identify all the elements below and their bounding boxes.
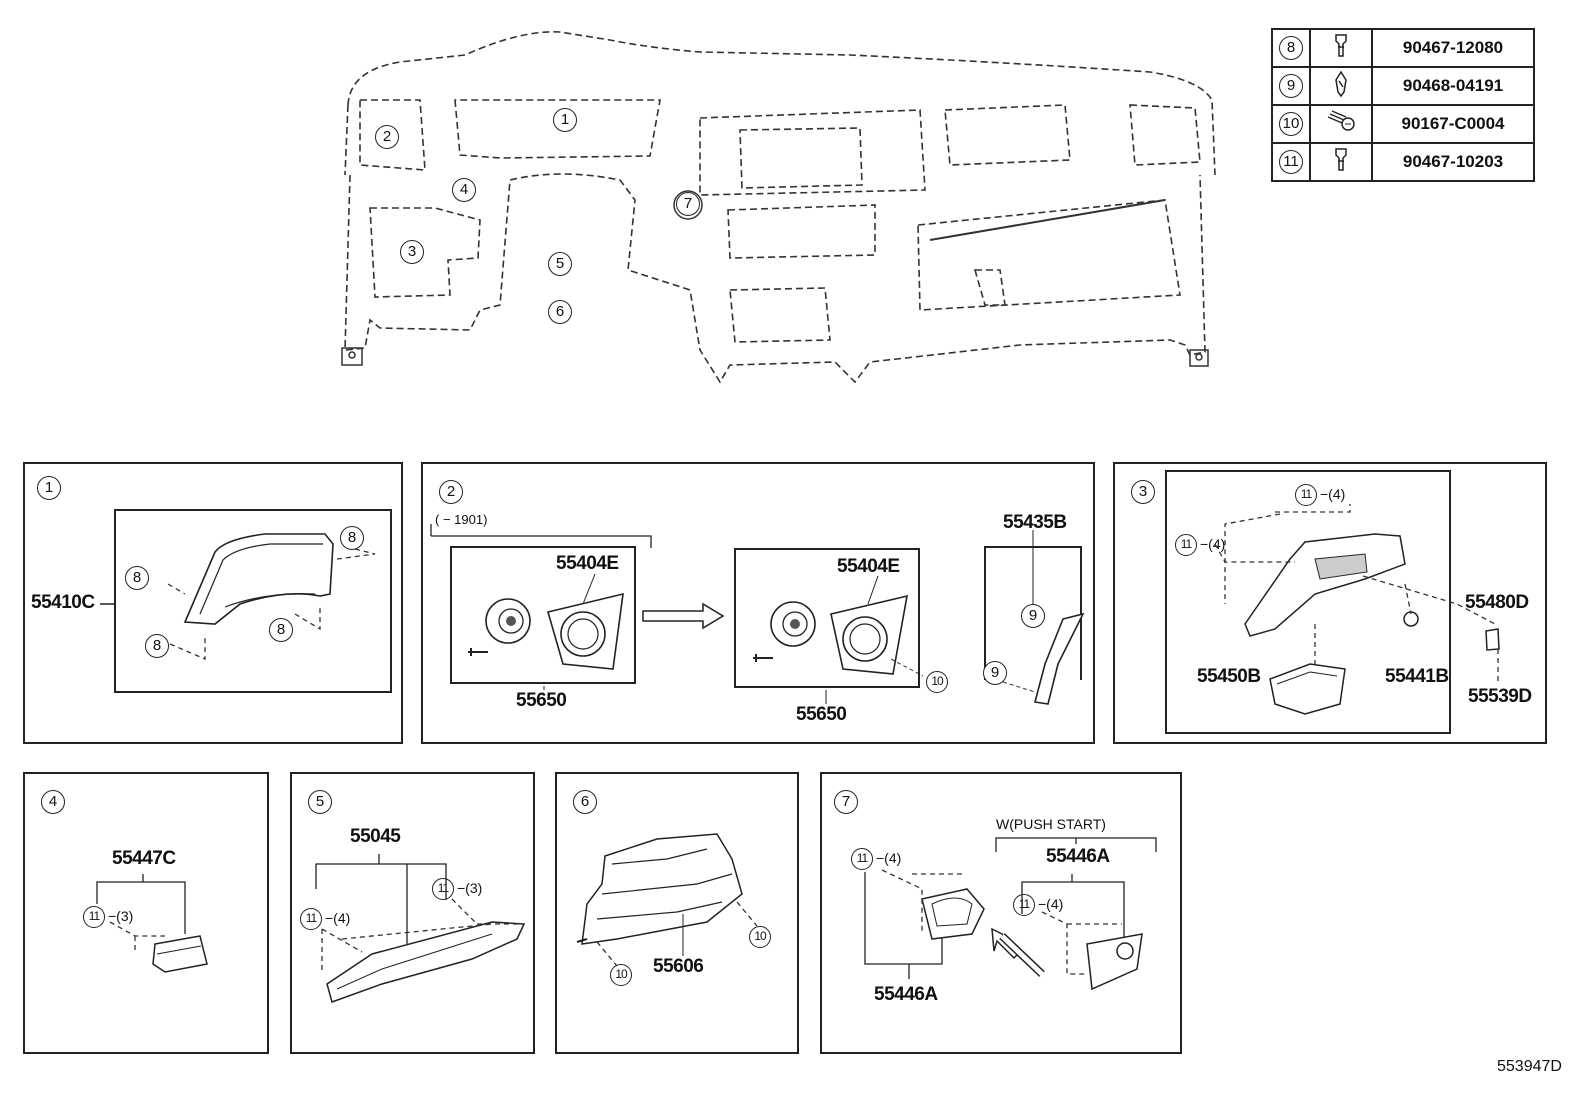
legend-row: 10 90167-C0004 [1271,104,1535,144]
panel-number: 1 [37,476,61,500]
screw-callout: 10 [610,964,632,986]
panel-6-under-cover: 6 55606 10 10 [555,772,799,1054]
part-number: 55435B [1003,512,1067,533]
panel-number: 2 [439,480,463,504]
lower-panel-illustration [1214,504,1500,715]
part-number: 55446A [1046,846,1110,867]
part-number: 55441B [1385,666,1449,687]
legend-part-number: 90467-10203 [1371,142,1535,182]
quantity: −(4) [1038,896,1064,912]
quantity: −(4) [1320,486,1346,502]
part-number: 55650 [516,690,567,711]
panel-7-switch-bezel: 7 W(PUSH START) 55446A 55446A 11 −(4) 11… [820,772,1182,1054]
clip-callout: 8 [269,618,293,642]
bracket-illustration [96,874,208,973]
legend-part-number: 90467-12080 [1371,28,1535,68]
clip-callout: 11 [1013,894,1035,916]
clip-callout: 11 [1175,534,1197,556]
quantity: −(4) [325,910,351,926]
legend-row: 8 90467-12080 [1271,28,1535,68]
part-number: 55404E [837,556,900,577]
panel-2-speaker: 2 ( − 1901) 55404E 55650 55404E 55650 55… [421,462,1095,744]
part-number: 55410C [31,592,95,613]
quantity: −(4) [876,850,902,866]
panel-number: 5 [308,790,332,814]
overview-callout: 7 [676,192,700,216]
panel-number: 3 [1131,480,1155,504]
quantity: −(3) [457,880,483,896]
clip-callout: 11 [851,848,873,870]
speaker-assy-frame-old [450,546,636,684]
panel-4-bracket: 4 55447C 11 −(3) [23,772,269,1054]
clip-callout: 11 [1295,484,1317,506]
overview-callout: 6 [548,300,572,324]
legend-key: 9 [1279,74,1303,98]
dashboard-overview-drawing [341,31,1216,384]
quantity: −(3) [108,908,134,924]
under-cover-illustration [576,833,758,967]
lower-cover-illustration [315,854,526,1003]
speaker-assy-frame-new [734,548,920,688]
part-number: 55606 [653,956,704,977]
part-number: 55446A [874,984,938,1005]
panel-number: 7 [834,790,858,814]
clip-icon [1335,70,1347,97]
condition-note: W(PUSH START) [996,816,1106,832]
legend-key: 8 [1279,36,1303,60]
panel-1-detail-frame [114,509,392,693]
screw-callout: 10 [749,926,771,948]
legend-part-number: 90468-04191 [1371,66,1535,106]
clip-callout: 11 [300,908,322,930]
clip-icon [1335,147,1347,171]
panel-number: 6 [573,790,597,814]
legend-part-number: 90167-C0004 [1371,104,1535,144]
part-number: 55450B [1197,666,1261,687]
overview-callout: 3 [400,240,424,264]
date-range: ( − 1901) [435,512,488,527]
part-number: 55447C [112,848,176,869]
screw-icon [1327,109,1355,131]
part-number: 55480D [1465,592,1529,613]
overview-callout: 1 [553,108,577,132]
clip-callout: 8 [340,526,364,550]
part-number: 55404E [556,553,619,574]
panel-5-lower-cover: 5 55045 11 −(3) 11 −(4) [290,772,535,1054]
legend-row: 9 90468-04191 [1271,66,1535,106]
speaker-illustration [430,524,1085,705]
legend-row: 11 90467-10203 [1271,142,1535,182]
overview-callout: 4 [452,178,476,202]
clip-callout: 8 [145,634,169,658]
diagram-id: 553947D [1497,1058,1562,1075]
part-number: 55650 [796,704,847,725]
switch-bezel-illustration [864,837,1157,991]
panel-1-cluster-finish: 1 55410C 8 8 8 8 [23,462,403,744]
clip-callout: 9 [1021,604,1045,628]
part-number: 55539D [1468,686,1532,707]
clip-callout: 8 [125,566,149,590]
overview-callout: 2 [375,125,399,149]
overview-callout: 5 [548,252,572,276]
panel-number: 4 [41,790,65,814]
clip-callout: 9 [983,661,1007,685]
clip-callout: 11 [432,878,454,900]
panel-3-lower-panel: 3 11 −(4) 11 −(4) 55480D 55450B 55441B 5… [1113,462,1547,744]
clip-callout: 11 [83,906,105,928]
quantity: −(4) [1200,536,1226,552]
clip-icon [1335,33,1347,57]
part-number: 55045 [350,826,401,847]
fastener-legend-table: 8 90467-12080 9 90468-04191 10 90167-C00… [1271,28,1535,182]
legend-key: 10 [1279,112,1303,136]
cluster-finish-panel-illustration [100,533,376,660]
legend-key: 11 [1279,150,1303,174]
screw-callout: 10 [926,671,948,693]
